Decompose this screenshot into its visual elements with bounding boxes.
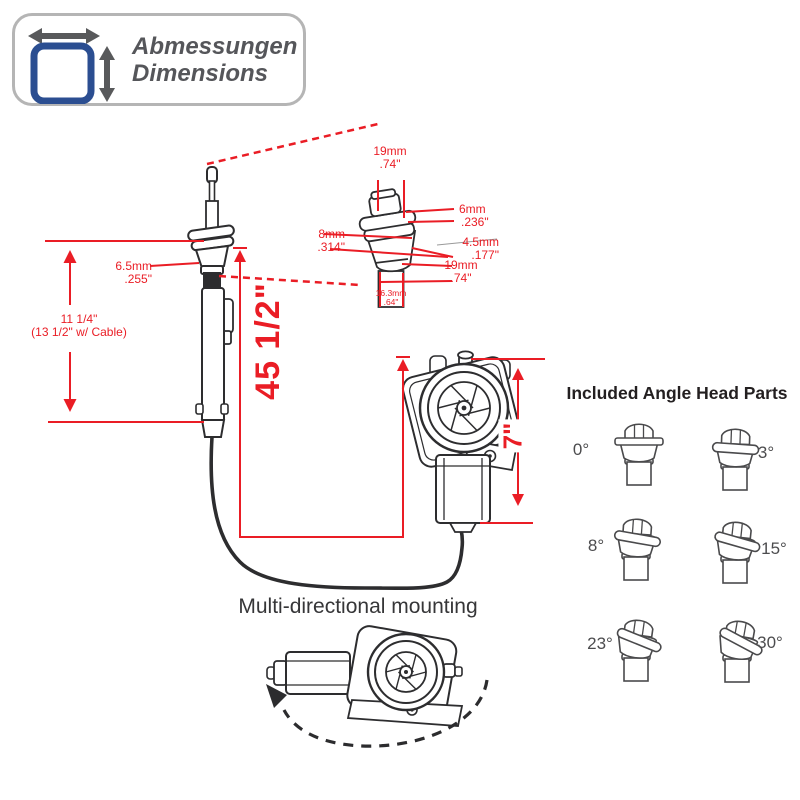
logo-badge: Abmessungen Dimensions bbox=[12, 13, 306, 106]
angle-label-15: 15° bbox=[761, 539, 787, 558]
antenna-mast-drawing bbox=[187, 166, 465, 591]
dimensions-icon bbox=[28, 27, 115, 104]
label-tip-step: 6mm .236" bbox=[459, 202, 489, 230]
label-stem-width: 16.3mm .64" bbox=[375, 288, 407, 308]
label-cable-length: 45 1/2" bbox=[248, 282, 287, 400]
label-top-width: 19mm .74" bbox=[373, 144, 407, 172]
rotation-arrowhead bbox=[266, 684, 287, 708]
angle-label-0: 0° bbox=[572, 440, 590, 459]
logo-line-en: Dimensions bbox=[132, 59, 269, 87]
motor-drawing bbox=[401, 350, 523, 533]
label-ring-height: 4.5mm .177" bbox=[462, 235, 499, 263]
label-body-height: 19mm .74" bbox=[444, 258, 478, 286]
mounting-motor-drawing bbox=[266, 625, 489, 748]
logo-text: Abmessungen Dimensions bbox=[132, 33, 297, 87]
label-motor-height: 7" bbox=[497, 419, 528, 453]
angle-label-3: 3° bbox=[757, 443, 775, 462]
label-mast-length: 11 1/4" (13 1/2" w/ Cable) bbox=[31, 312, 127, 340]
angle-label-23: 23° bbox=[587, 634, 613, 653]
label-thread-diameter: 6.5mm .255" bbox=[115, 259, 152, 287]
angle-label-30: 30° bbox=[757, 633, 783, 652]
angle-label-8: 8° bbox=[587, 536, 605, 555]
angle-heads-title: Included Angle Head Parts bbox=[566, 383, 788, 403]
angle-head-drawings bbox=[613, 423, 765, 683]
mounting-caption: Multi-directional mounting bbox=[238, 595, 478, 618]
logo-line-de: Abmessungen bbox=[132, 32, 298, 60]
label-collar-width: 8mm .314" bbox=[317, 227, 345, 255]
